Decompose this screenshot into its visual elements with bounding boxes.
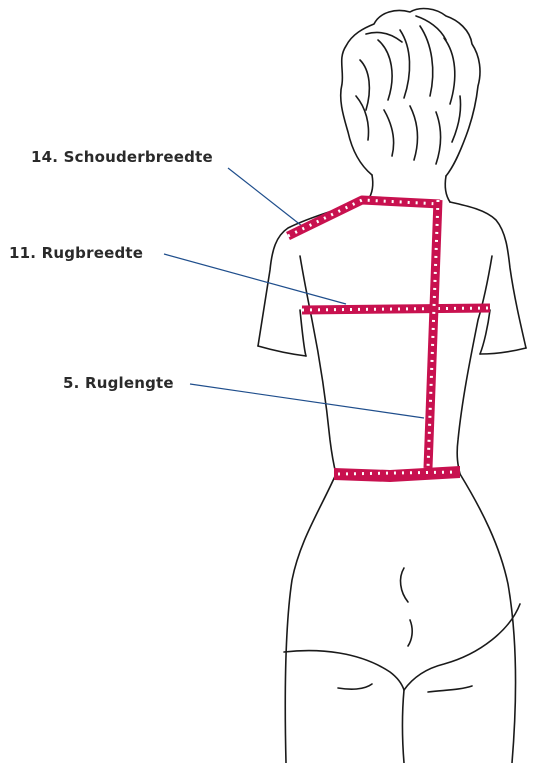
label-shoulder-width: 14. Schouderbreedte: [31, 148, 213, 166]
torso-left: [300, 256, 336, 474]
torso-right: [457, 256, 492, 474]
leader-line-back-width: [164, 254, 346, 304]
label-back-width: 11. Rugbreedte: [9, 244, 143, 262]
leader-line-back-length: [190, 384, 424, 418]
hair-outline: [341, 9, 480, 176]
body-outline: [258, 9, 526, 763]
tape-waist: [334, 466, 460, 482]
leader-line-shoulder: [228, 168, 302, 226]
label-back-length: 5. Ruglengte: [63, 374, 174, 392]
tape-back-width: [302, 308, 490, 310]
tape-measures: [288, 200, 490, 482]
